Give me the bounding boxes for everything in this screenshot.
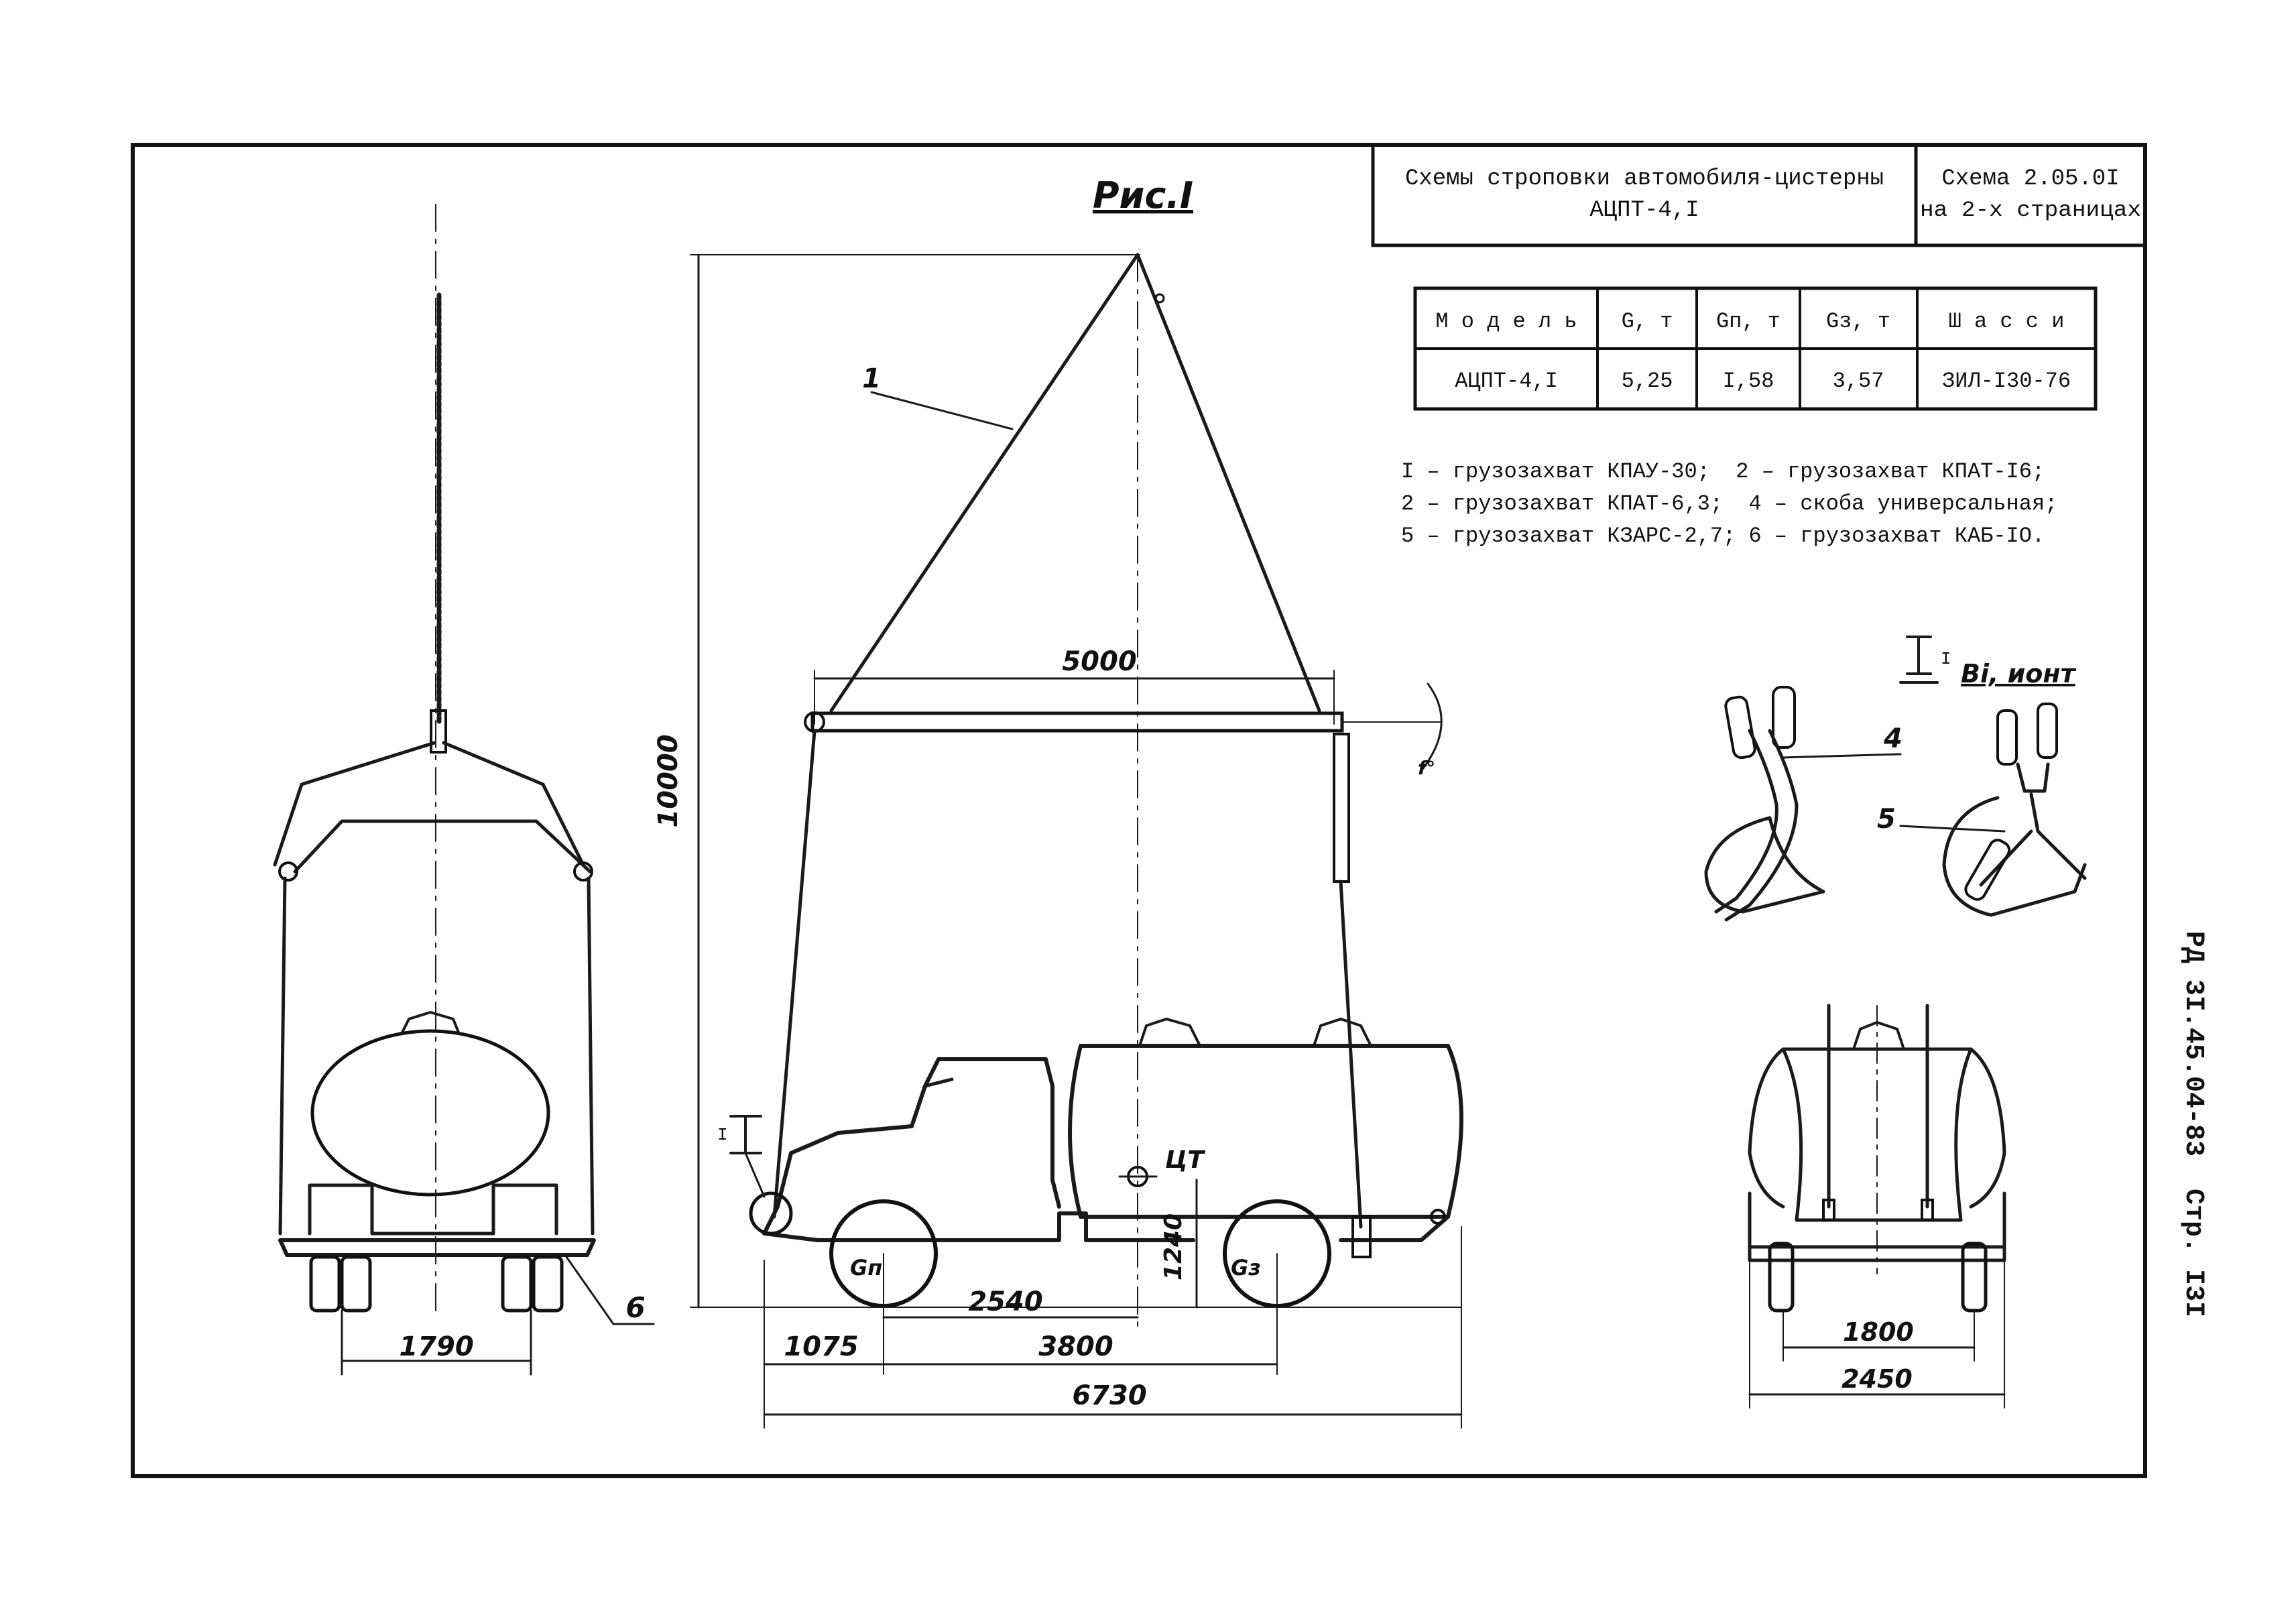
legend-line: I – грузозахват КПАУ-30; 2 – грузозахват…	[1401, 459, 2045, 484]
callout-5: 5	[1877, 804, 1896, 835]
scheme-pages: на 2-х страницах	[1920, 198, 2141, 223]
callout-I-text: I	[717, 1125, 728, 1145]
table-cell-model: АЦПТ-4,I	[1455, 369, 1558, 394]
table-header-gp: Gп, т	[1716, 309, 1780, 334]
title-block: Схемы строповки автомобиля-цистерны АЦПТ…	[1371, 143, 2147, 247]
dim-front-to-cg: 2540	[968, 1286, 1042, 1317]
margin-note: РД 3I.45.04-83 Стр. I3I	[2178, 931, 2208, 1317]
table-cell-gz: 3,57	[1833, 369, 1884, 394]
table-header-chassis: Ш а с с и	[1949, 309, 2065, 334]
table-header-g: G, т	[1622, 309, 1673, 334]
table-cell-chassis: ЗИЛ-I30-76	[1942, 369, 2071, 394]
table-header-model: М о д е л ь	[1435, 309, 1577, 334]
legend-line: 2 – грузозахват КПАТ-6,3; 4 – скоба унив…	[1401, 491, 2057, 516]
title-line-1: Схемы строповки автомобиля-цистерны	[1405, 166, 1884, 192]
legend-line: 5 – грузозахват КЗАРС-2,7; 6 – грузозахв…	[1401, 524, 2045, 548]
figure-label: Рис.I	[1093, 174, 1193, 217]
rear-axle-load: Gз	[1231, 1255, 1261, 1280]
detail-I: I Вi, ионт 4 5	[1704, 636, 2087, 922]
detail-label: I	[1904, 670, 1905, 671]
dim-beam-length: 5000	[1062, 646, 1136, 677]
table-header-gz: Gз, т	[1826, 309, 1890, 334]
scheme-number: Схема 2.05.0I	[1941, 166, 2119, 192]
callout-6: 6	[625, 1291, 645, 1324]
cg-label: ЦТ	[1165, 1146, 1205, 1174]
beam-angle-mark: f°	[1418, 757, 1435, 779]
legend: I – грузозахват КПАУ-30; 2 – грузозахват…	[1401, 459, 2057, 548]
callout-1: 1	[862, 363, 881, 394]
dim-rear-track: 1800	[1843, 1317, 1914, 1347]
front-axle-load: Gп	[850, 1255, 882, 1280]
dim-lift-height: 10000	[653, 734, 684, 827]
dim-front-track: 1790	[399, 1331, 473, 1362]
spec-table: М о д е л ь G, т Gп, т Gз, т Ш а с с и А…	[1413, 286, 2098, 411]
dim-overall-width: 2450	[1841, 1364, 1913, 1394]
detail-label-text: I	[1941, 649, 1951, 669]
callout-4: 4	[1883, 723, 1902, 754]
dim-cg-height: 1240	[1160, 1213, 1187, 1280]
table-cell-gp: I,58	[1723, 369, 1774, 394]
front-view: 1790 6	[273, 204, 655, 1376]
dim-front-overhang: 1075	[784, 1331, 858, 1362]
detail-variant: Вi, ионт	[1961, 659, 2077, 688]
rear-view: 1800 2450	[1748, 1004, 2006, 1408]
side-view: 10000 1 5000 f°	[653, 253, 1463, 1429]
title-line-2: АЦПТ-4,I	[1589, 198, 1699, 223]
dim-total-length: 6730	[1072, 1380, 1146, 1411]
dim-wheelbase: 3800	[1038, 1331, 1113, 1362]
table-cell-g: 5,25	[1622, 369, 1673, 394]
sheet-frame	[131, 143, 2147, 1478]
